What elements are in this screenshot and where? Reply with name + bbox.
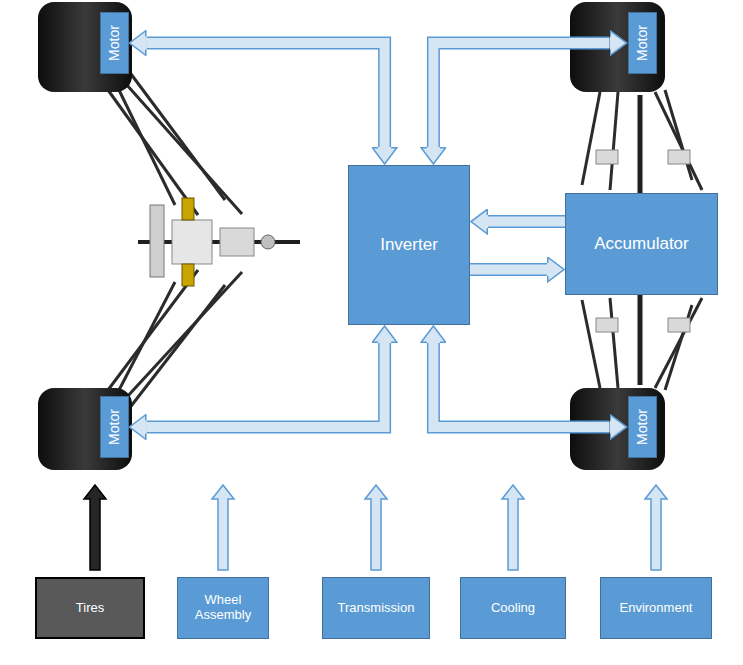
motor-box: Motor bbox=[100, 396, 129, 458]
input-box: Cooling bbox=[460, 577, 566, 639]
input-arrows bbox=[84, 485, 667, 570]
arrow-outline bbox=[488, 215, 565, 228]
arrow-outline bbox=[433, 43, 609, 147]
motor-box: Motor bbox=[628, 396, 657, 458]
box-label: Inverter bbox=[380, 235, 438, 255]
input-box: Transmission bbox=[322, 577, 430, 639]
inverter-box: Inverter bbox=[348, 165, 470, 325]
motor-box: Motor bbox=[100, 12, 129, 74]
arrow-body bbox=[433, 343, 609, 427]
arrow-outline bbox=[147, 43, 385, 147]
accumulator-box: Accumulator bbox=[565, 193, 718, 295]
box-label: Motor bbox=[634, 25, 650, 61]
double-arrow bbox=[147, 43, 385, 147]
block-arrow bbox=[488, 221, 565, 222]
motor-box: Motor bbox=[628, 12, 657, 74]
tires-box: Tires bbox=[35, 577, 145, 639]
box-label: Cooling bbox=[491, 601, 535, 616]
suspension-links bbox=[108, 70, 702, 410]
box-label: Wheel Assembly bbox=[182, 593, 264, 623]
double-arrow bbox=[433, 343, 609, 427]
box-label: Transmission bbox=[338, 601, 415, 616]
block-arrow bbox=[470, 269, 547, 270]
double-arrow bbox=[433, 43, 609, 147]
arrow-body bbox=[488, 217, 565, 227]
box-label: Tires bbox=[76, 601, 104, 616]
box-label: Motor bbox=[634, 409, 650, 445]
box-label: Environment bbox=[620, 601, 693, 616]
box-label: Motor bbox=[106, 409, 122, 445]
input-box: Wheel Assembly bbox=[177, 577, 269, 639]
double-arrow bbox=[147, 343, 385, 427]
input-box: Environment bbox=[600, 577, 712, 639]
arrow-outline bbox=[433, 343, 609, 427]
arrow-body bbox=[147, 343, 385, 427]
arrow-outline bbox=[470, 263, 547, 276]
box-label: Motor bbox=[106, 25, 122, 61]
box-label: Accumulator bbox=[594, 234, 688, 254]
arrow-body bbox=[470, 265, 547, 275]
arrow-body bbox=[433, 43, 609, 147]
arrow-body bbox=[147, 43, 385, 147]
arrow-outline bbox=[147, 343, 385, 427]
steering-rack bbox=[138, 198, 300, 286]
